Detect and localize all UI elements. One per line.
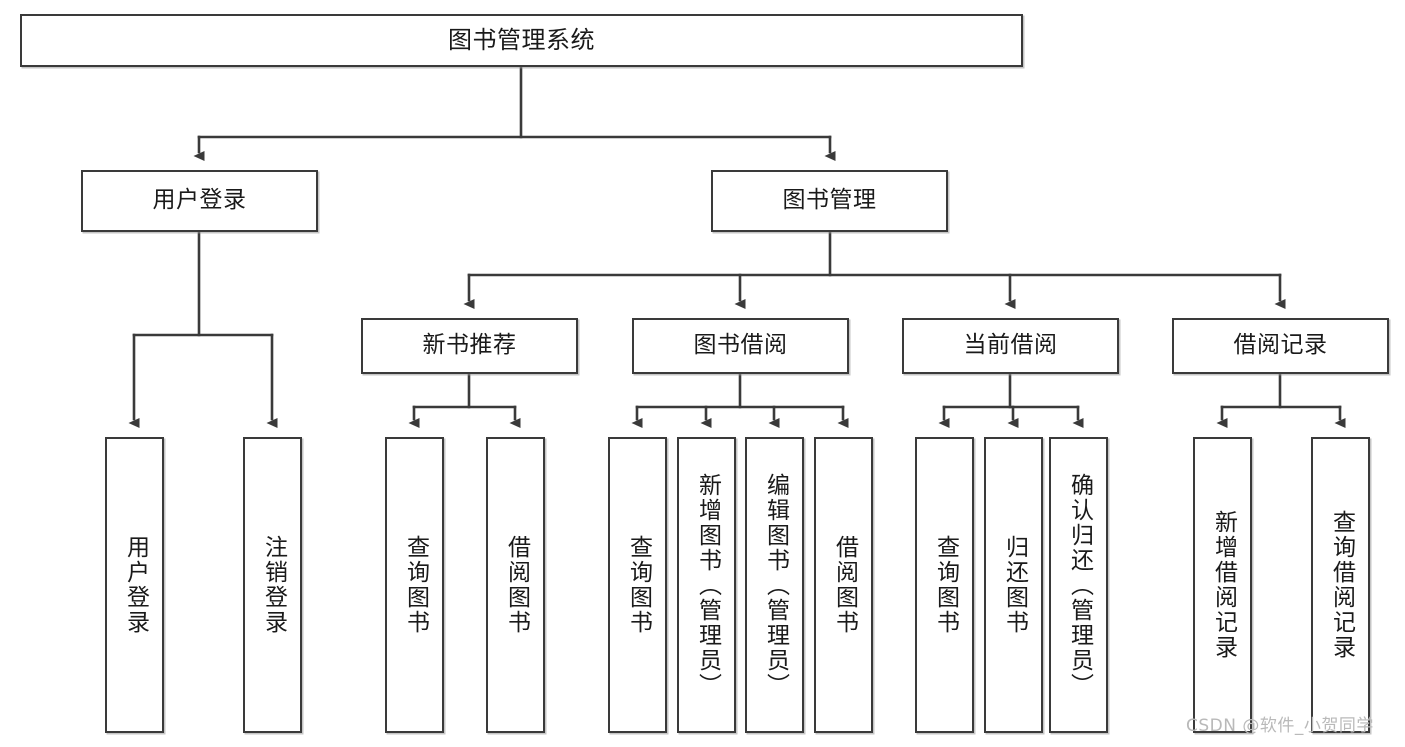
node-user-login-label: 用户登录 xyxy=(152,187,247,214)
watermark: CSDN @软件_小贺同学 xyxy=(1186,716,1374,736)
node-current-borrow[interactable]: 当前借阅 xyxy=(902,318,1119,374)
node-leaf-query-book-1-label: 查询图书 xyxy=(402,535,429,635)
node-root-label: 图书管理系统 xyxy=(448,26,595,55)
node-book-manage-label: 图书管理 xyxy=(782,187,877,214)
node-leaf-query-book-2-label: 查询图书 xyxy=(625,535,652,635)
node-book-manage[interactable]: 图书管理 xyxy=(711,170,948,232)
node-borrow-record-label: 借阅记录 xyxy=(1233,332,1328,359)
node-leaf-return-book-label: 归还图书 xyxy=(1001,535,1028,635)
node-leaf-confirm-return-label: 确认归还（管理员） xyxy=(1066,472,1093,698)
node-leaf-edit-book[interactable]: 编辑图书（管理员） xyxy=(745,437,804,733)
node-new-book-recommend[interactable]: 新书推荐 xyxy=(361,318,578,374)
node-book-borrow[interactable]: 图书借阅 xyxy=(632,318,849,374)
node-leaf-query-book-3[interactable]: 查询图书 xyxy=(915,437,974,733)
node-user-login[interactable]: 用户登录 xyxy=(81,170,318,232)
node-leaf-query-book-1[interactable]: 查询图书 xyxy=(385,437,444,733)
node-leaf-query-record-label: 查询借阅记录 xyxy=(1328,510,1355,660)
node-leaf-borrow-book-2-label: 借阅图书 xyxy=(831,535,858,635)
node-leaf-confirm-return[interactable]: 确认归还（管理员） xyxy=(1049,437,1108,733)
node-leaf-add-book[interactable]: 新增图书（管理员） xyxy=(677,437,736,733)
node-leaf-add-book-label: 新增图书（管理员） xyxy=(694,472,721,698)
node-leaf-edit-book-label: 编辑图书（管理员） xyxy=(762,472,789,698)
node-leaf-add-record-label: 新增借阅记录 xyxy=(1210,510,1237,660)
node-leaf-add-record[interactable]: 新增借阅记录 xyxy=(1193,437,1252,733)
node-root[interactable]: 图书管理系统 xyxy=(20,14,1023,67)
node-leaf-logout-label: 注销登录 xyxy=(260,535,287,635)
node-leaf-query-book-2[interactable]: 查询图书 xyxy=(608,437,667,733)
node-leaf-query-record[interactable]: 查询借阅记录 xyxy=(1311,437,1370,733)
node-leaf-borrow-book-2[interactable]: 借阅图书 xyxy=(814,437,873,733)
node-leaf-query-book-3-label: 查询图书 xyxy=(932,535,959,635)
node-leaf-user-login-label: 用户登录 xyxy=(122,535,149,635)
node-leaf-user-login[interactable]: 用户登录 xyxy=(105,437,164,733)
node-leaf-logout[interactable]: 注销登录 xyxy=(243,437,302,733)
node-book-borrow-label: 图书借阅 xyxy=(693,332,788,359)
node-leaf-borrow-book-1[interactable]: 借阅图书 xyxy=(486,437,545,733)
node-leaf-borrow-book-1-label: 借阅图书 xyxy=(503,535,530,635)
node-new-book-recommend-label: 新书推荐 xyxy=(422,332,517,359)
node-borrow-record[interactable]: 借阅记录 xyxy=(1172,318,1389,374)
node-current-borrow-label: 当前借阅 xyxy=(963,332,1058,359)
node-leaf-return-book[interactable]: 归还图书 xyxy=(984,437,1043,733)
